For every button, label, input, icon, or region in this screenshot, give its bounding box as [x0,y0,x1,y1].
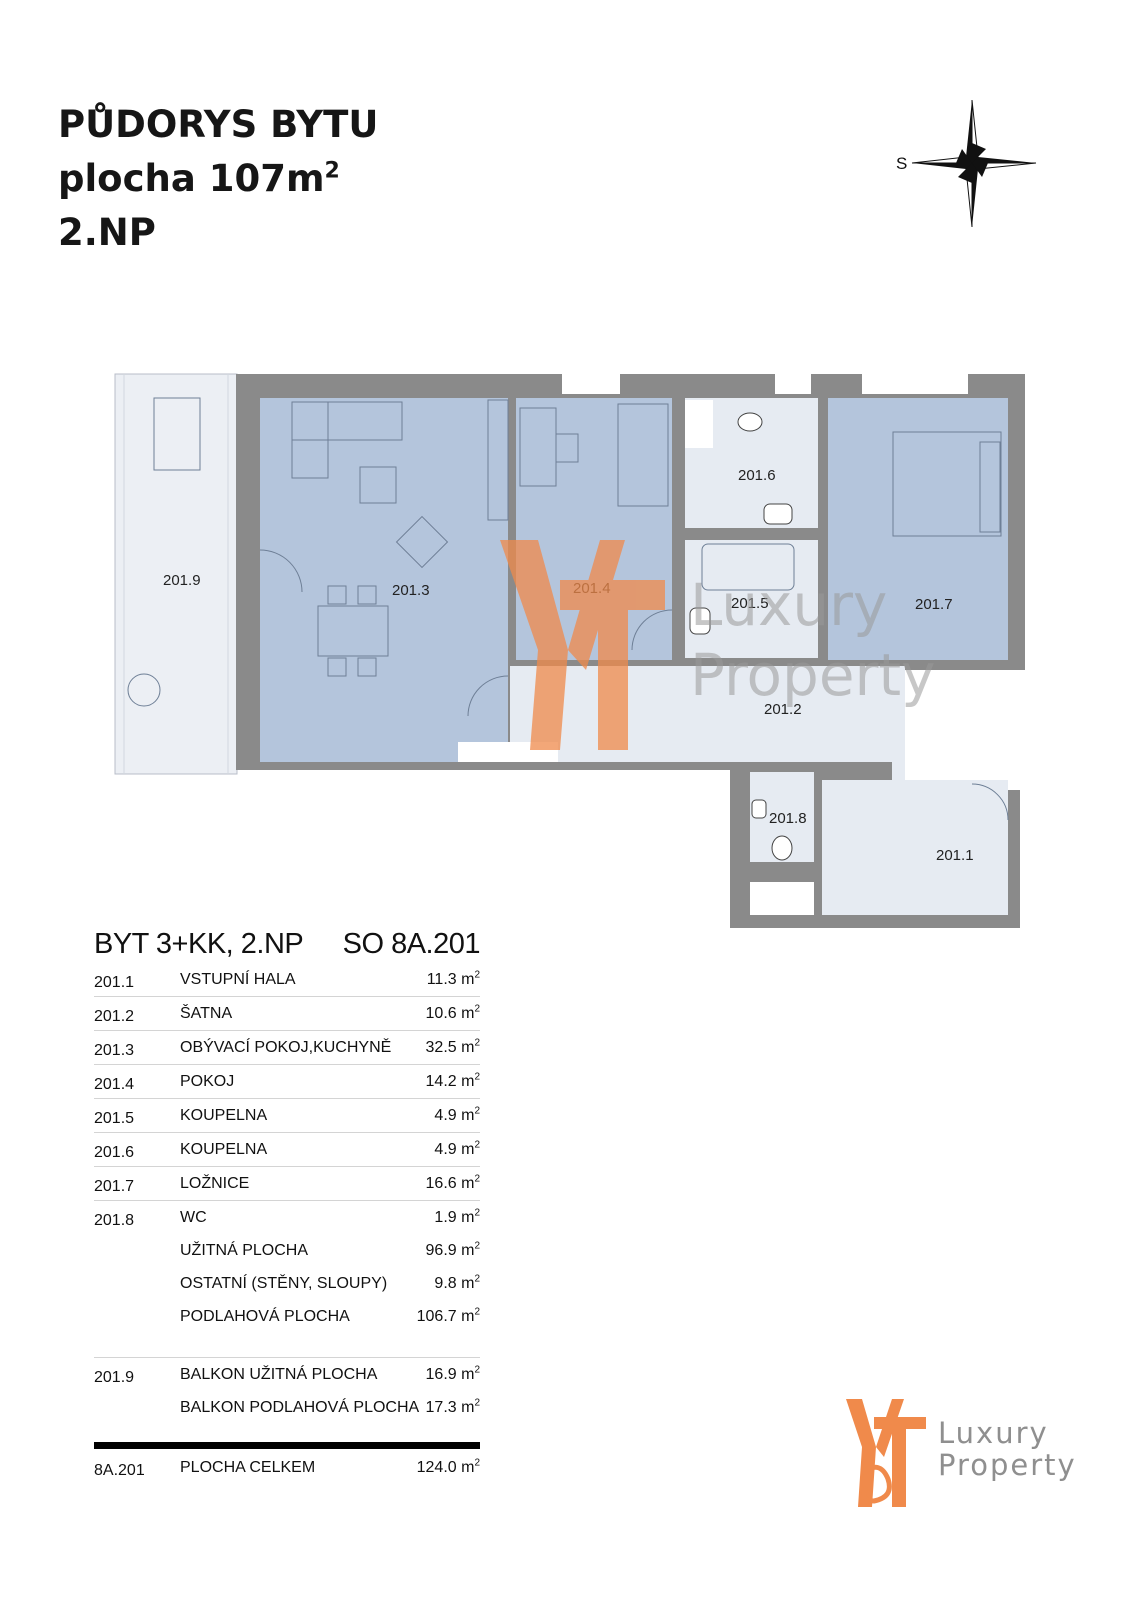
title-line-1: PŮDORYS BYTU [58,103,379,146]
window [775,374,811,394]
table-row: 201.3 OBÝVACÍ POKOJ,KUCHYNĚ 32.5 m2 [94,1031,480,1065]
table-row: 201.4 POKOJ 14.2 m2 [94,1065,480,1099]
balcony-row: 201.9 BALKON UŽITNÁ PLOCHA 16.9 m2 [94,1364,480,1386]
window [862,374,968,394]
brand-logo: Luxury Property [846,1399,1077,1507]
room-label: 201.2 [764,701,802,718]
floor-plan: 201.9 201.3 201.4 201.6 201.5 201.7 201.… [114,373,1025,928]
title-line-2: plocha 107m2 [58,157,340,200]
room-201-3 [260,398,508,762]
divider-thick [94,1442,480,1449]
total-row: OSTATNÍ (STĚNY, SLOUPY) 9.8 m2 [180,1273,480,1292]
unit-type: BYT 3+KK, 2.NP [94,928,304,960]
unit-code: SO 8A.201 [342,928,481,960]
balcony-decking [123,374,229,774]
room-201-7 [828,398,1008,660]
area-table-header: BYT 3+KK, 2.NP SO 8A.201 [94,925,481,963]
table-row: 201.7 LOŽNICE 16.6 m2 [94,1167,480,1201]
room-201-1 [822,780,1008,915]
title-line-3: 2.NP [58,211,156,254]
total-row: PODLAHOVÁ PLOCHA 106.7 m2 [180,1306,480,1325]
grand-total-row: 8A.201 PLOCHA CELKEM 124.0 m2 [94,1457,480,1479]
room-label: 201.3 [392,582,430,599]
room-201-4 [516,398,672,660]
room-201-5 [685,540,818,658]
sanitary-fixtures [689,412,793,861]
room-label: 201.7 [915,596,953,613]
room-label: 201.8 [769,810,807,827]
divider [94,1333,480,1358]
window [562,374,620,394]
table-row: 201.6 KOUPELNA 4.9 m2 [94,1133,480,1167]
room-label: 201.5 [731,595,769,612]
superscript-2: 2 [324,158,340,184]
table-row: 201.8 WC 1.9 m2 [94,1207,480,1229]
room-label: 201.4 [573,580,611,597]
table-row: 201.5 KOUPELNA 4.9 m2 [94,1099,480,1133]
table-row: 201.1 VSTUPNÍ HALA 11.3 m2 [94,963,480,997]
room-label: 201.6 [738,467,776,484]
room-label: 201.1 [936,847,974,864]
table-row: 201.2 ŠATNA 10.6 m2 [94,997,480,1031]
balcony-area [114,373,238,775]
compass-label: S [896,154,907,173]
balcony-row: BALKON PODLAHOVÁ PLOCHA 17.3 m2 [180,1397,480,1416]
page-title: PŮDORYS BYTU plocha 107m2 2.NP [58,98,378,260]
compass-rose-icon: S [896,99,1037,228]
logo-word-luxury: Luxury [938,1416,1049,1450]
room-label: 201.9 [163,572,201,589]
area-table: BYT 3+KK, 2.NP SO 8A.201 201.1 VSTUPNÍ H… [94,925,481,1484]
total-row: UŽITNÁ PLOCHA 96.9 m2 [180,1240,480,1259]
logo-word-property: Property [938,1448,1077,1482]
